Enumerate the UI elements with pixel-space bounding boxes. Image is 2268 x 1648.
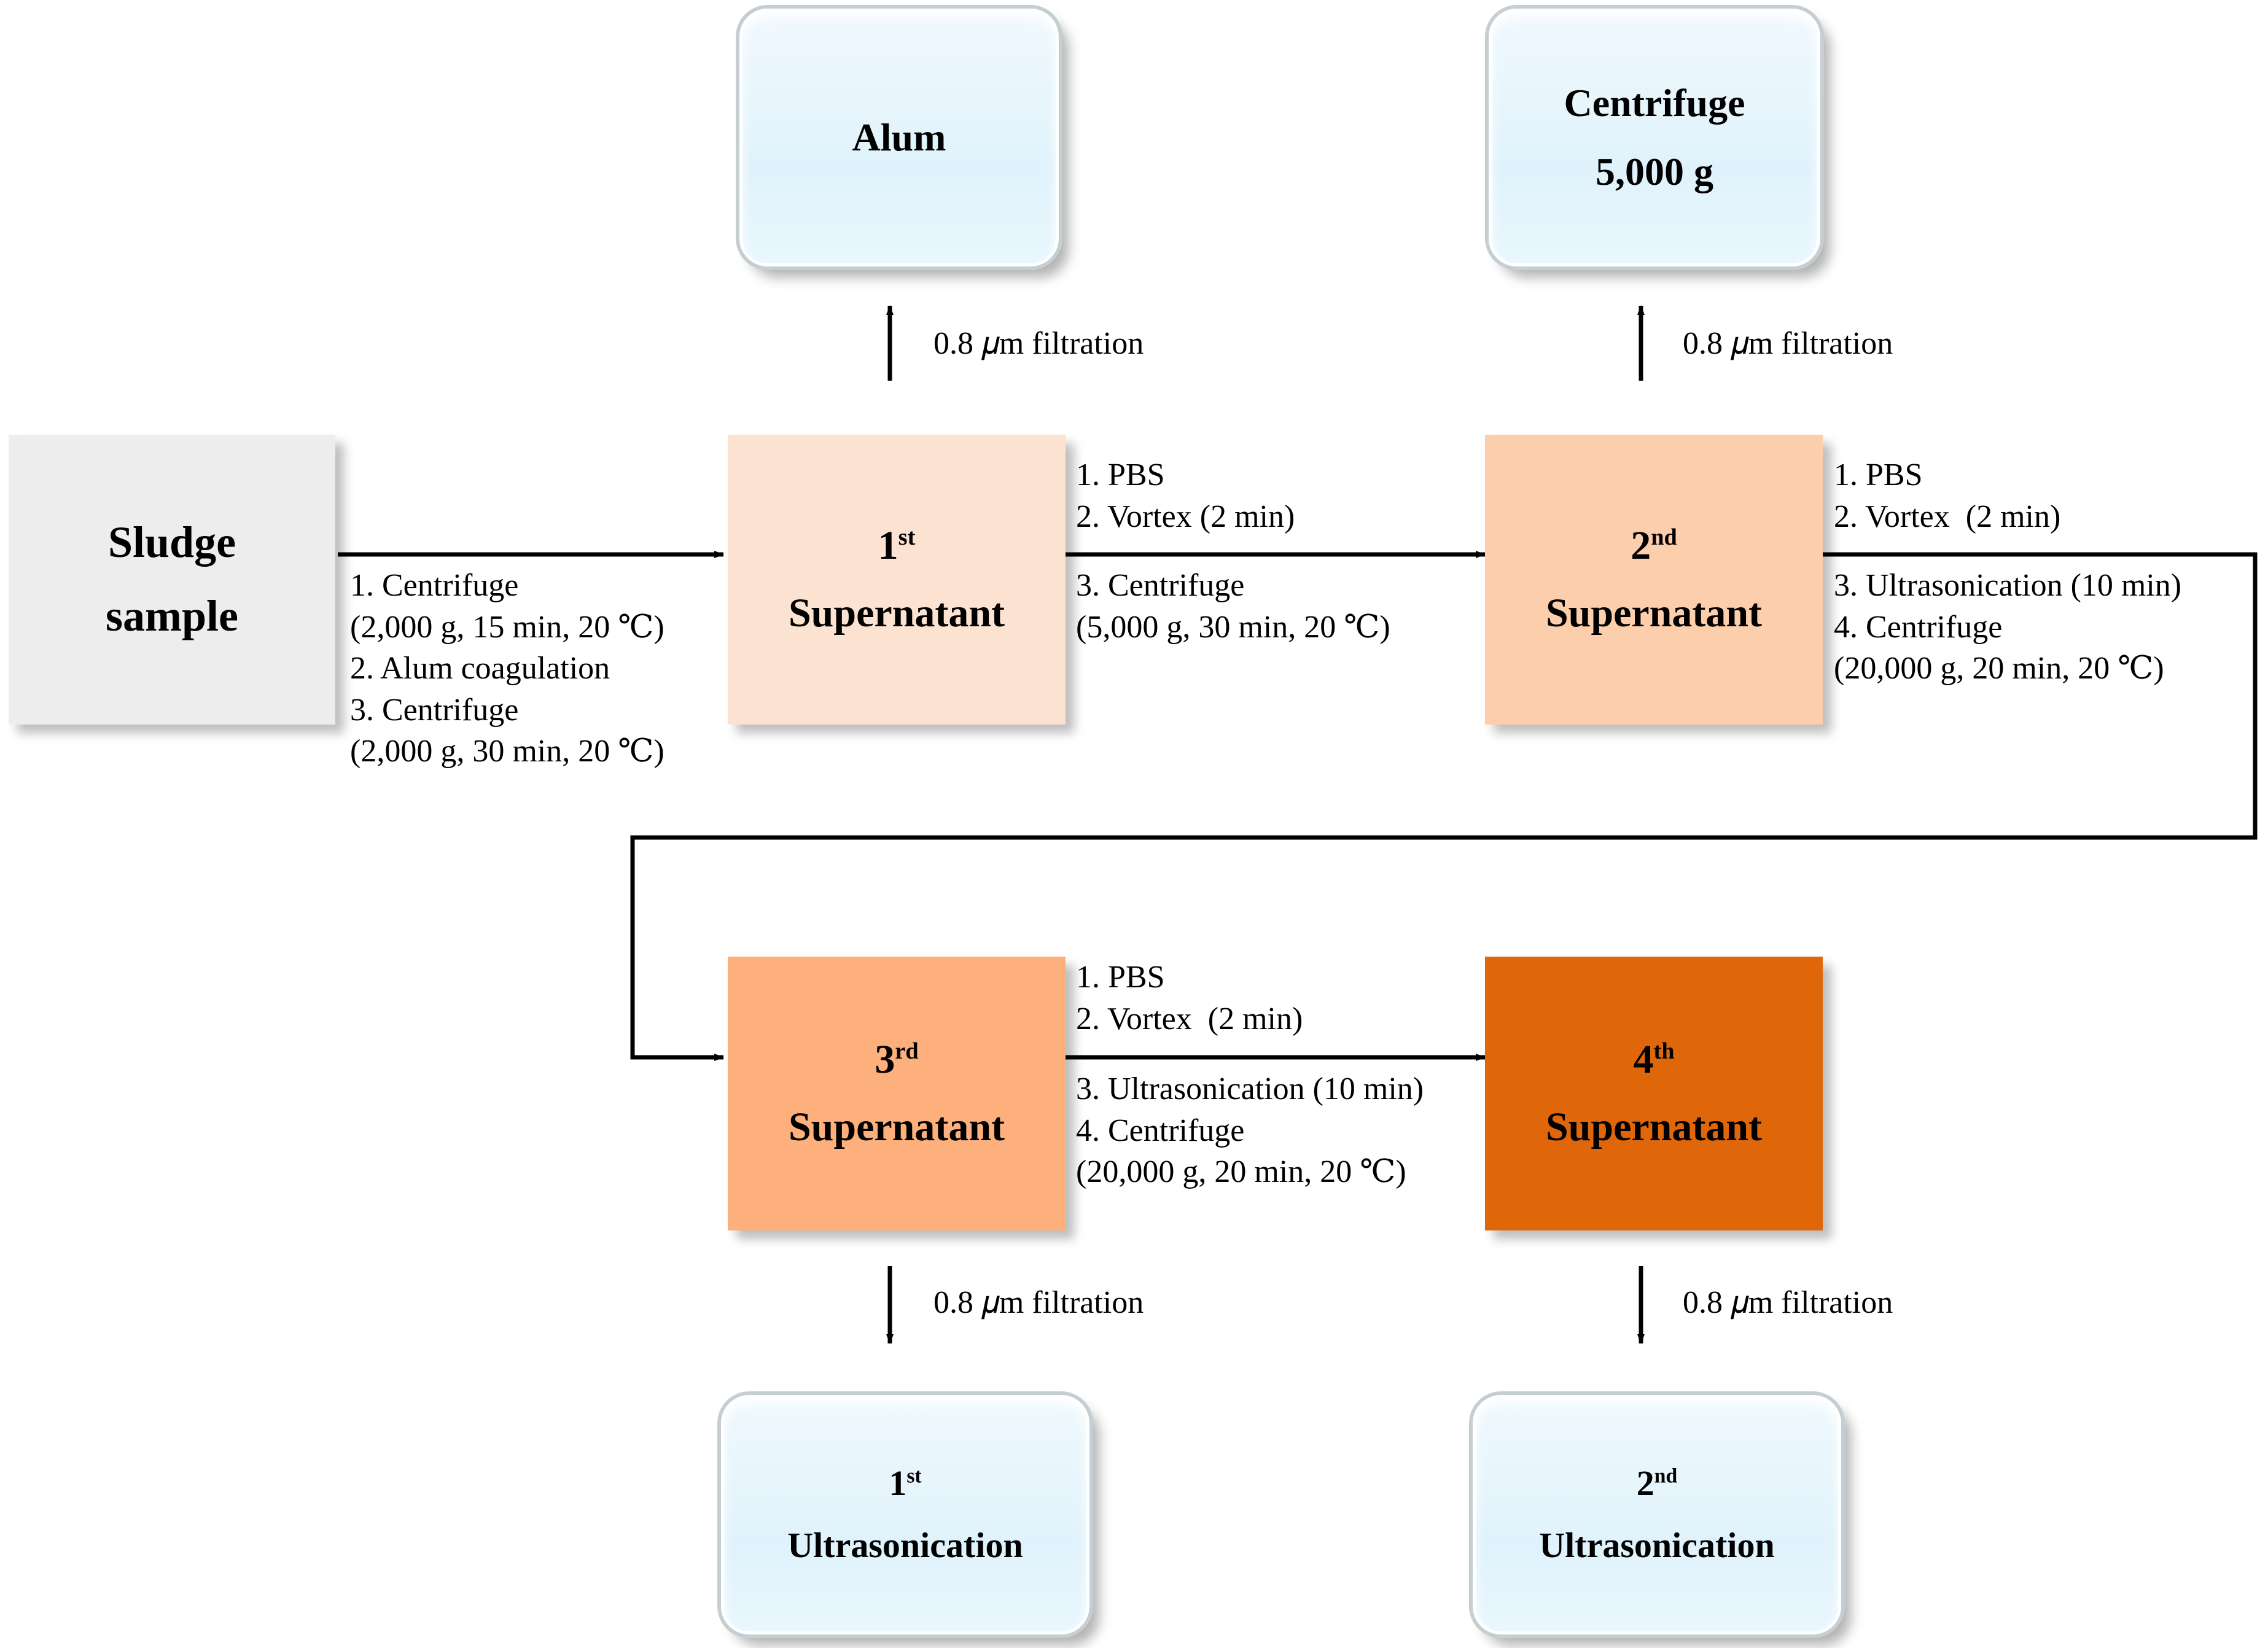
sup2-ordinal: 2nd [1631,523,1677,569]
node-alum[interactable]: Alum [739,9,1059,266]
ultra2-label: Ultrasonication [1539,1525,1775,1566]
caption-filtration-ultra1: 0.8 𝜇m filtration [933,1285,1144,1320]
ultra2-ordinal: 2nd [1636,1463,1678,1503]
caption-filtration-centrifuge: 0.8 𝜇m filtration [1683,326,1893,361]
centrifuge-line1: Centrifuge [1564,81,1745,125]
node-ultrasonication-2[interactable]: 2nd Ultrasonication [1473,1395,1841,1634]
steps-sup3-to-sup4-below: 3. Ultrasonication (10 min) 4. Centrifug… [1076,1071,1424,1190]
steps-sup3-to-sup4-above: 1. PBS 2. Vortex (2 min) [1076,960,1303,1036]
node-supernatant-1[interactable]: 1st Supernatant [728,435,1066,725]
node-sludge-sample[interactable]: Sludge sample [9,435,335,725]
sludge-line1: Sludge [107,518,236,567]
sup3-ordinal: 3rd [875,1037,919,1082]
sup3-label: Supernatant [788,1105,1005,1150]
steps-sup2-to-sup3-above: 1. PBS 2. Vortex (2 min) [1834,457,2061,534]
sup2-label: Supernatant [1545,591,1763,636]
steps-sludge-to-sup1: 1. Centrifuge (2,000 g, 15 min, 20 ℃) 2.… [350,568,664,769]
ultra1-label: Ultrasonication [787,1525,1023,1566]
node-centrifuge[interactable]: Centrifuge 5,000 g [1489,9,1820,266]
steps-sup1-to-sup2-above: 1. PBS 2. Vortex (2 min) [1076,457,1295,534]
node-supernatant-4[interactable]: 4th Supernatant [1485,957,1823,1230]
steps-sup2-to-sup3-below: 3. Ultrasonication (10 min) 4. Centrifug… [1834,568,2182,686]
ultra1-ordinal: 1st [889,1463,922,1503]
sludge-line2: sample [106,591,238,641]
sup1-ordinal: 1st [878,523,916,569]
node-ultrasonication-1[interactable]: 1st Ultrasonication [721,1395,1089,1634]
node-supernatant-3[interactable]: 3rd Supernatant [728,957,1066,1230]
sup4-ordinal: 4th [1633,1037,1675,1082]
caption-filtration-ultra2: 0.8 𝜇m filtration [1683,1285,1893,1320]
alum-label: Alum [852,115,946,160]
node-supernatant-2[interactable]: 2nd Supernatant [1485,435,1823,725]
sup1-label: Supernatant [788,591,1005,636]
steps-sup1-to-sup2-below: 3. Centrifuge (5,000 g, 30 min, 20 ℃) [1076,568,1390,645]
caption-filtration-alum: 0.8 𝜇m filtration [933,326,1144,361]
sup4-label: Supernatant [1545,1105,1763,1150]
centrifuge-line2: 5,000 g [1596,150,1713,194]
